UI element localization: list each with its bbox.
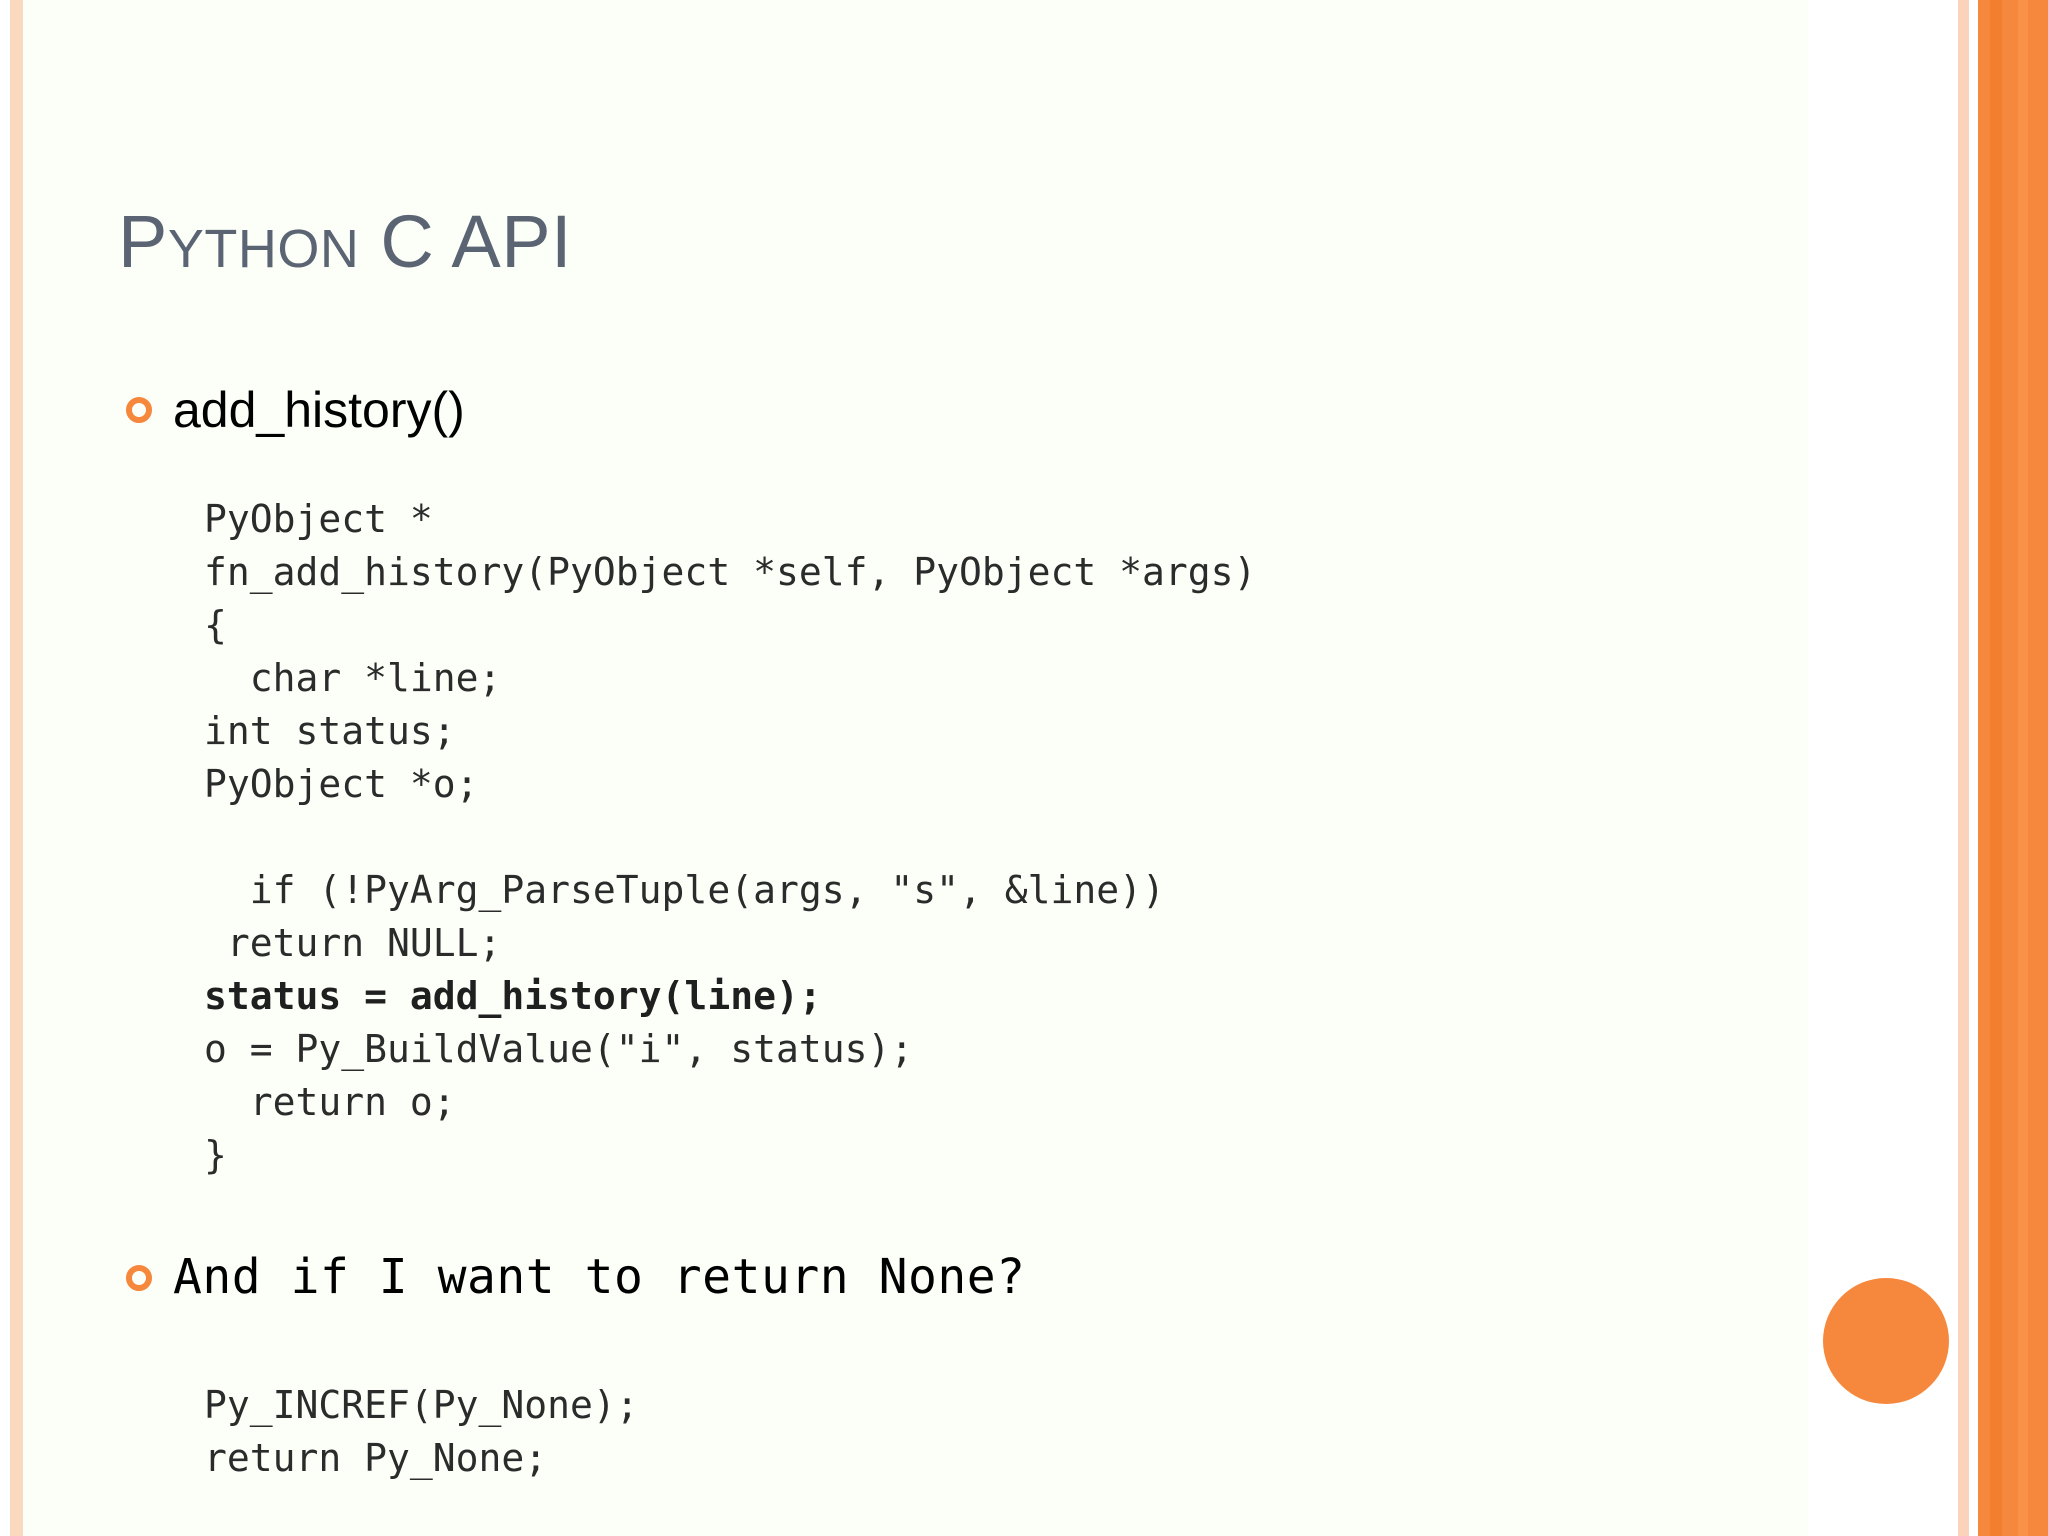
left-peach-stripe xyxy=(10,0,23,1536)
code-line: char *line; xyxy=(204,656,502,700)
bullet-circle-icon xyxy=(126,1265,152,1291)
code-block-add-history: PyObject * fn_add_history(PyObject *self,… xyxy=(204,493,1256,1182)
code-block-return-none: Py_INCREF(Py_None);return Py_None; xyxy=(204,1379,639,1485)
title-segment-2: C API xyxy=(359,200,573,283)
bullet-label: add_history() xyxy=(173,382,465,438)
code-line: fn_add_history(PyObject *self, PyObject … xyxy=(204,550,1257,594)
code-line xyxy=(204,811,1256,864)
code-line: { xyxy=(204,603,227,647)
left-white-margin xyxy=(0,0,10,1536)
code-line: if (!PyArg_ParseTuple(args, "s", &line)) xyxy=(204,868,1165,912)
bullet-circle-icon xyxy=(126,397,152,423)
code-line: Py_INCREF(Py_None); xyxy=(204,1383,639,1427)
slide-body: add_history() PyObject * fn_add_history(P… xyxy=(126,381,1256,1485)
bullet-label: And if I want to return None? xyxy=(173,1249,1026,1305)
right-peach-stripe xyxy=(1958,0,1969,1536)
title-segment-0: P xyxy=(118,200,168,283)
orange-band-shade-dark xyxy=(1990,0,2002,1536)
code-line: PyObject * xyxy=(204,497,433,541)
code-line: return NULL; xyxy=(204,921,502,965)
page-title: PYTHON C API xyxy=(118,205,572,286)
code-line: int status; xyxy=(204,709,456,753)
title-segment-1: YTHON xyxy=(167,219,360,279)
code-line: o = Py_BuildValue("i", status); xyxy=(204,1027,914,1071)
code-line: status = add_history(line); xyxy=(204,974,822,1018)
code-line: return Py_None; xyxy=(204,1436,548,1480)
code-line: PyObject *o; xyxy=(204,762,479,806)
bullet-item-add-history: add_history() xyxy=(126,381,465,439)
code-line: return o; xyxy=(204,1080,456,1124)
orange-band-shade-light xyxy=(2018,0,2028,1536)
right-white-gap xyxy=(1969,0,1978,1536)
right-orange-band xyxy=(1978,0,2048,1536)
bullet-item-return-none: And if I want to return None? xyxy=(126,1249,1026,1305)
code-line: } xyxy=(204,1133,227,1177)
decorative-orange-circle xyxy=(1823,1278,1949,1404)
